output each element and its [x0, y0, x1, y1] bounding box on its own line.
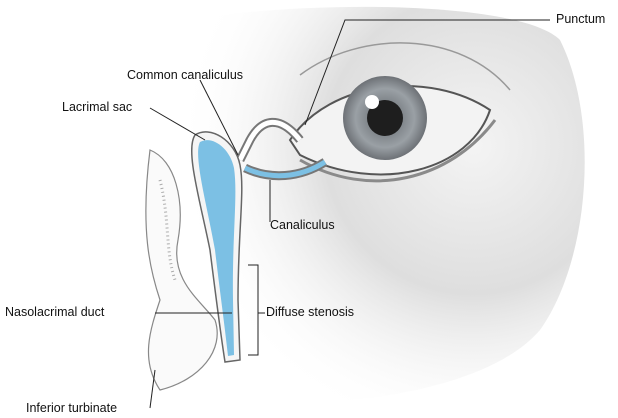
pupil — [367, 100, 403, 136]
label-diffuse-stenosis: Diffuse stenosis — [266, 305, 355, 319]
label-punctum: Punctum — [556, 12, 606, 26]
lower-lid — [299, 119, 497, 183]
lower-canaliculus-lumen — [243, 159, 327, 179]
upper-canaliculus-lumen — [237, 119, 302, 162]
face-shading — [187, 6, 585, 404]
bone-texture — [158, 179, 177, 281]
label-lacrimal-sac: Lacrimal sac — [62, 100, 133, 114]
lacrimal-sac-fluid — [198, 140, 236, 356]
label-nasolacrimal-duct: Nasolacrimal duct — [5, 305, 105, 319]
label-inferior-turbinate: Inferior turbinate — [26, 401, 118, 415]
eyelid-crease — [299, 42, 511, 91]
label-common-canaliculus: Common canaliculus — [127, 68, 244, 82]
leader-lines — [149, 19, 550, 409]
nose-bone — [145, 149, 218, 391]
eye-highlight — [365, 95, 379, 109]
label-canaliculus: Canaliculus — [270, 218, 335, 232]
